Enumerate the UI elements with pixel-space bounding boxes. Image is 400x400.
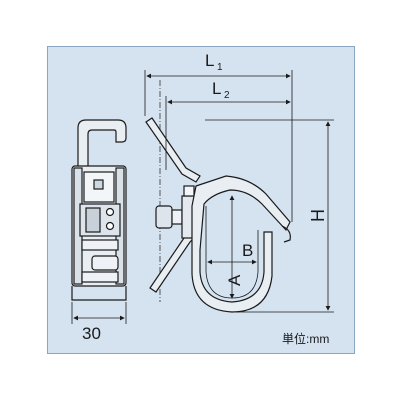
- dimension-labels: L 1 L 2 B A H 単位:mm: [205, 51, 329, 346]
- l2-subscript: 2: [224, 90, 230, 101]
- lower-jaw-shape: [149, 231, 197, 293]
- bolt-cap-shape: [183, 185, 195, 197]
- upper-jaw-shape: [145, 117, 201, 183]
- hanger-band-shape: [191, 175, 291, 313]
- l1-subscript: 1: [217, 62, 223, 73]
- side-view: [145, 117, 291, 313]
- top-hook-shape: [77, 119, 127, 169]
- a-label: A: [225, 274, 244, 286]
- lower-screw-shape: [105, 221, 115, 231]
- bottom-edge-shape: [71, 286, 127, 301]
- lower-tab-1-shape: [81, 239, 119, 251]
- side-dimensions: [144, 70, 334, 313]
- lower-tab-2-shape: [91, 255, 119, 271]
- h-label: H: [308, 209, 328, 222]
- l1-label: L: [205, 51, 214, 70]
- small-square-shape: [93, 179, 104, 190]
- band-tip-shape: [281, 225, 291, 243]
- unit-note: 単位:mm: [282, 331, 329, 346]
- bolt-neck-shape: [171, 209, 183, 225]
- front-view: [71, 119, 127, 301]
- l2-label: L: [212, 79, 221, 98]
- bolt-head-shape: [155, 205, 173, 229]
- middle-slot-shape: [85, 207, 101, 233]
- upper-screw-shape: [105, 207, 115, 217]
- lower-tab-3-shape: [81, 271, 119, 283]
- b-label: B: [242, 241, 253, 260]
- width-value-label: 30: [82, 324, 101, 343]
- width-dimension: [71, 302, 127, 324]
